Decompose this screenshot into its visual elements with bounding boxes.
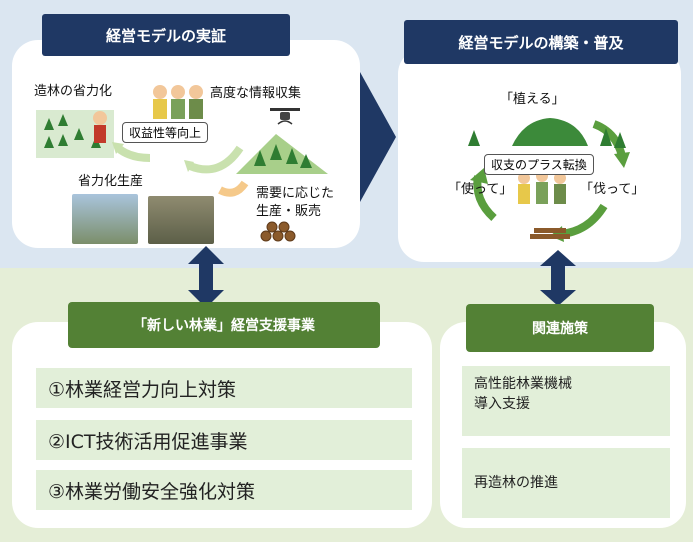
afforestation-illustration [36,110,114,158]
workers-illustration [153,85,203,119]
measure-item-1: ①林業経営力向上対策 [36,368,412,408]
profitability-badge: 収益性等向上 [122,122,209,143]
support-program-header: 「新しい林業」経営支援事業 [68,302,380,348]
related-item-machinery: 高性能林業機械 導入支援 [462,366,670,436]
info-collection-label: 高度な情報収集 [210,86,302,101]
model-construction-header: 経営モデルの構築・普及 [404,20,678,64]
left-connector-arrow [188,246,224,308]
plant-label: 「植える」 [500,92,565,107]
labor-saving-production-label: 省力化生産 [78,174,144,189]
progression-chevron [360,72,396,202]
demand-label-2: 生産・販売 [256,204,322,219]
forest-mountain-illustration [236,134,328,174]
right-connector-arrow [540,250,576,306]
related-item-reforestation: 再造林の推進 [462,448,670,518]
afforestation-label: 造林の省力化 [34,84,113,99]
cycle-illustration [468,118,630,242]
timber-logs-illustration [260,221,296,242]
forestry-machine-photo-2 [148,196,214,244]
measure-item-2: ②ICT技術活用促進事業 [36,420,412,460]
use-label: 「使って」 [448,182,513,197]
model-demonstration-header: 経営モデルの実証 [42,14,290,56]
measure-item-3: ③林業労働安全強化対策 [36,470,412,510]
cycle-arrows [112,142,249,197]
balance-turnaround-badge: 収支のプラス転換 [484,154,594,175]
related-measures-header: 関連施策 [466,304,654,352]
demand-label-1: 需要に応じた [256,186,335,201]
drone-icon [270,108,300,125]
forestry-machine-photo-1 [72,194,138,244]
cut-label: 「伐って」 [580,182,645,197]
